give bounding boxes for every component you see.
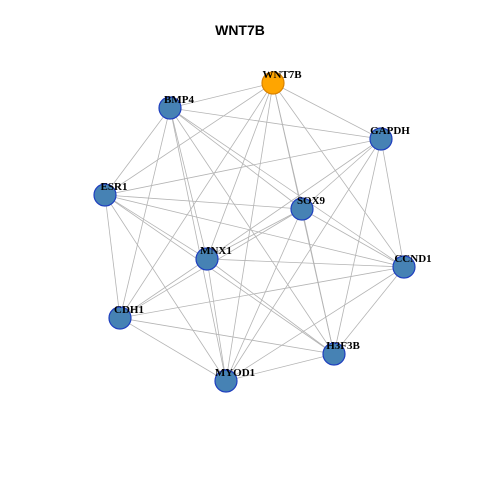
node-sox9[interactable] [290, 197, 314, 221]
edge-esr1-cdh1 [104, 194, 121, 319]
edge-wnt7b-esr1 [104, 82, 274, 196]
edge-ccnd1-h3f3b [333, 266, 405, 355]
node-label-sox9: SOX9 [297, 195, 326, 207]
edge-bmp4-h3f3b [169, 107, 335, 355]
node-ccnd1[interactable] [392, 255, 416, 279]
edge-bmp4-gapdh [169, 107, 382, 140]
node-bmp4[interactable] [158, 96, 182, 120]
edge-bmp4-esr1 [104, 107, 171, 196]
edge-bmp4-sox9 [169, 107, 303, 210]
edge-sox9-ccnd1 [301, 208, 405, 268]
node-label-gapdh: GAPDH [370, 125, 410, 137]
node-mnx1[interactable] [195, 247, 219, 271]
edge-wnt7b-gapdh [272, 82, 382, 140]
edge-wnt7b-cdh1 [119, 82, 274, 319]
edge-mnx1-ccnd1 [206, 258, 405, 268]
node-label-h3f3b: H3F3B [326, 340, 360, 352]
edge-h3f3b-myod1 [225, 353, 335, 382]
edge-ccnd1-myod1 [225, 266, 405, 382]
edge-gapdh-h3f3b [333, 138, 382, 355]
node-esr1[interactable] [93, 183, 117, 207]
edge-gapdh-ccnd1 [380, 138, 405, 268]
node-gapdh[interactable] [369, 127, 393, 151]
edge-mnx1-h3f3b [206, 258, 335, 355]
edge-bmp4-myod1 [169, 107, 227, 382]
edge-sox9-h3f3b [301, 208, 335, 355]
edge-gapdh-sox9 [301, 138, 382, 210]
edge-esr1-myod1 [104, 194, 227, 382]
edge-wnt7b-bmp4 [169, 82, 274, 109]
edge-gapdh-esr1 [104, 138, 382, 196]
edge-gapdh-mnx1 [206, 138, 382, 260]
edge-mnx1-cdh1 [119, 258, 208, 319]
plot-title: WNT7B [215, 22, 265, 38]
edge-sox9-mnx1 [206, 208, 303, 260]
node-label-myod1: MYOD1 [215, 367, 255, 379]
edge-gapdh-myod1 [225, 138, 382, 382]
edge-wnt7b-ccnd1 [272, 82, 405, 268]
node-label-cdh1: CDH1 [114, 304, 144, 316]
node-label-mnx1: MNX1 [200, 245, 232, 257]
edge-bmp4-mnx1 [169, 107, 208, 260]
node-label-bmp4: BMP4 [164, 94, 194, 106]
edge-bmp4-ccnd1 [169, 107, 405, 268]
edge-cdh1-myod1 [119, 317, 227, 382]
edge-wnt7b-mnx1 [206, 82, 274, 260]
edge-esr1-mnx1 [104, 194, 208, 260]
node-h3f3b[interactable] [322, 342, 346, 366]
edge-ccnd1-cdh1 [119, 266, 405, 319]
nodes-layer [93, 71, 416, 393]
edge-bmp4-cdh1 [119, 107, 171, 319]
edge-cdh1-h3f3b [119, 317, 335, 355]
edge-mnx1-myod1 [206, 258, 227, 382]
edge-esr1-ccnd1 [104, 194, 405, 268]
node-label-esr1: ESR1 [101, 181, 128, 193]
node-label-wnt7b: WNT7B [262, 69, 302, 81]
edge-esr1-h3f3b [104, 194, 335, 355]
node-cdh1[interactable] [108, 306, 132, 330]
edges-layer [104, 82, 405, 382]
edge-sox9-myod1 [225, 208, 303, 382]
edge-wnt7b-myod1 [225, 82, 274, 382]
node-wnt7b[interactable] [261, 71, 285, 95]
node-label-ccnd1: CCND1 [394, 253, 431, 265]
edge-esr1-sox9 [104, 194, 303, 210]
node-myod1[interactable] [214, 369, 238, 393]
